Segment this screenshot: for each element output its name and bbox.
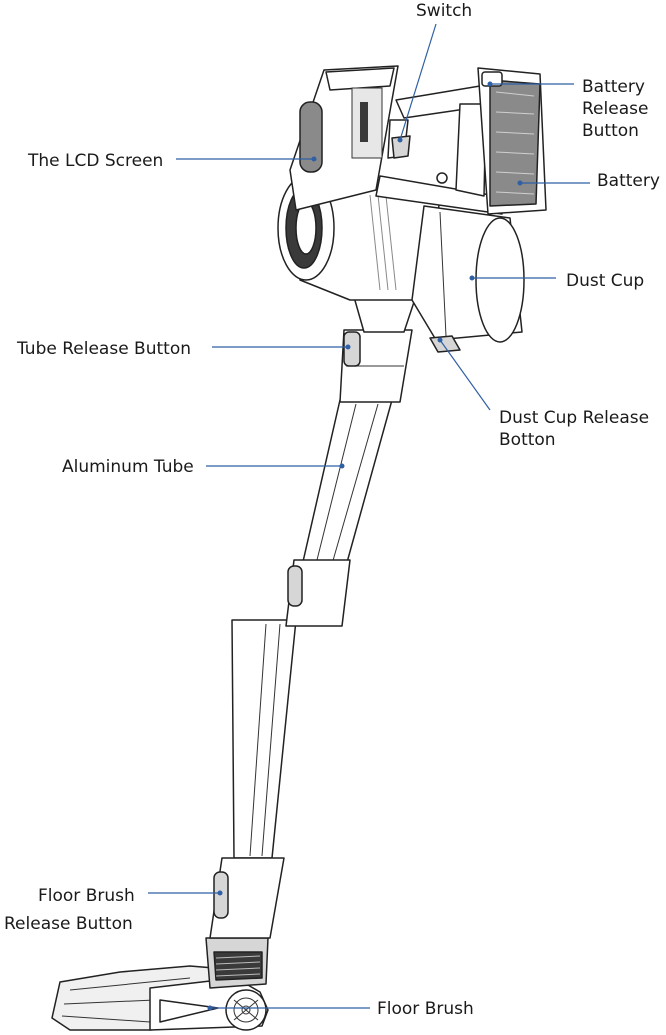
label-battery-release-3: Button [582, 121, 639, 141]
label-dust-cup-release-1: Dust Cup Release [499, 408, 649, 428]
label-floor-brush-release-1: Floor Brush [38, 886, 135, 906]
leader-lines [148, 23, 590, 1011]
lower-tube [209, 619, 297, 939]
floor-brush-head [51, 937, 269, 1031]
label-floor-brush: Floor Brush [377, 999, 474, 1019]
leader-dust-cup-release [439, 339, 491, 411]
leader-switch [399, 23, 437, 141]
labels: Switch Battery Release Button Battery Th… [4, 1, 660, 1019]
label-floor-brush-release-2: Release Button [4, 914, 133, 934]
vacuum-illustration [51, 65, 547, 1031]
handle-body [289, 65, 503, 215]
label-battery: Battery [597, 171, 660, 191]
label-dust-cup-release-2: Botton [499, 430, 556, 450]
label-lcd-screen: The LCD Screen [27, 151, 163, 171]
aluminum-tube-body [285, 280, 419, 627]
label-aluminum-tube: Aluminum Tube [62, 457, 194, 477]
battery-pack [477, 67, 547, 215]
label-battery-release-2: Release [582, 99, 648, 119]
dust-cup [411, 205, 525, 353]
label-battery-release-1: Battery [582, 77, 645, 97]
label-switch: Switch [416, 1, 472, 21]
label-tube-release: Tube Release Button [16, 339, 191, 359]
label-dust-cup: Dust Cup [566, 271, 644, 291]
